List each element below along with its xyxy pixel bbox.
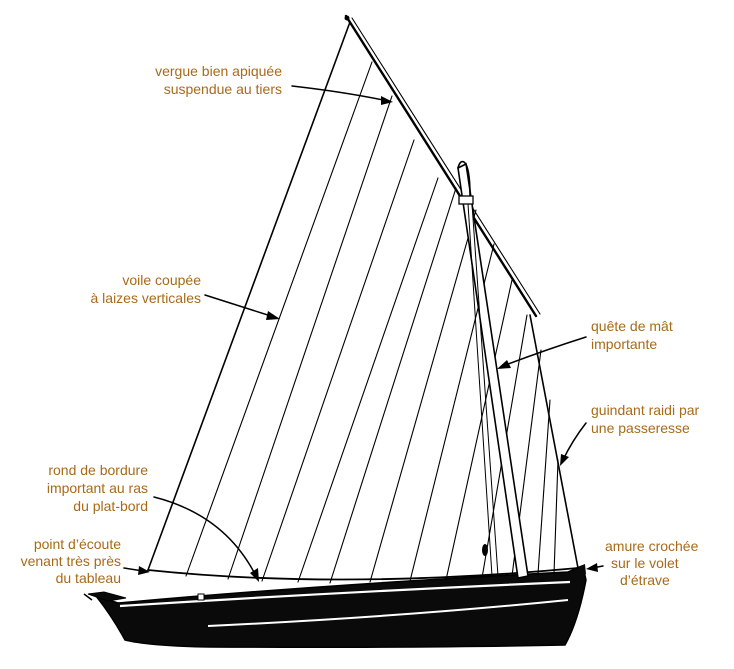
label-quete: quête de mât importante [591,318,673,352]
sail-seams [185,61,559,584]
label-amure-line3: d’étrave [620,572,670,588]
label-ecoute: point d’écoute venant très près du table… [21,536,122,586]
arrow-rond [153,496,259,582]
arrow-voile [204,294,280,320]
hull [83,564,587,648]
label-guindant-line2: une passeresse [591,420,690,436]
arrow-guindant [560,422,587,466]
label-quete-line1: quête de mât [591,318,673,334]
label-rond-line3: du plat-bord [73,498,148,514]
label-guindant: guindant raidi par une passeresse [591,402,700,436]
label-rond-line1: rond de bordure [48,462,148,478]
arrow-ecoute [123,566,150,575]
label-voile-line1: voile coupée [122,272,201,288]
arrow-amure [586,563,604,572]
label-amure: amure crochée sur le volet d’étrave [605,538,699,588]
label-vergue-line1: vergue bien apiquée [155,63,282,79]
label-vergue-line2: suspendue au tiers [164,81,282,97]
sail [147,14,579,584]
label-guindant-line1: guindant raidi par [591,402,700,418]
pointer-arrows [123,85,604,582]
label-ecoute-line1: point d’écoute [34,536,121,552]
label-ecoute-line2: venant très près [21,553,121,569]
arrow-quete [497,336,587,369]
label-voile-line2: à laizes verticales [91,290,202,306]
mast [457,160,529,579]
label-ecoute-line3: du tableau [56,570,121,586]
label-voile: voile coupée à laizes verticales [91,272,202,306]
label-amure-line2: sur le volet [611,555,679,571]
arrow-vergue [291,85,393,105]
label-quete-line2: importante [591,336,657,352]
label-rond: rond de bordure important au ras du plat… [47,462,148,514]
label-vergue: vergue bien apiquée suspendue au tiers [155,63,282,97]
label-rond-line2: important au ras [47,480,148,496]
label-amure-line1: amure crochée [605,538,699,554]
